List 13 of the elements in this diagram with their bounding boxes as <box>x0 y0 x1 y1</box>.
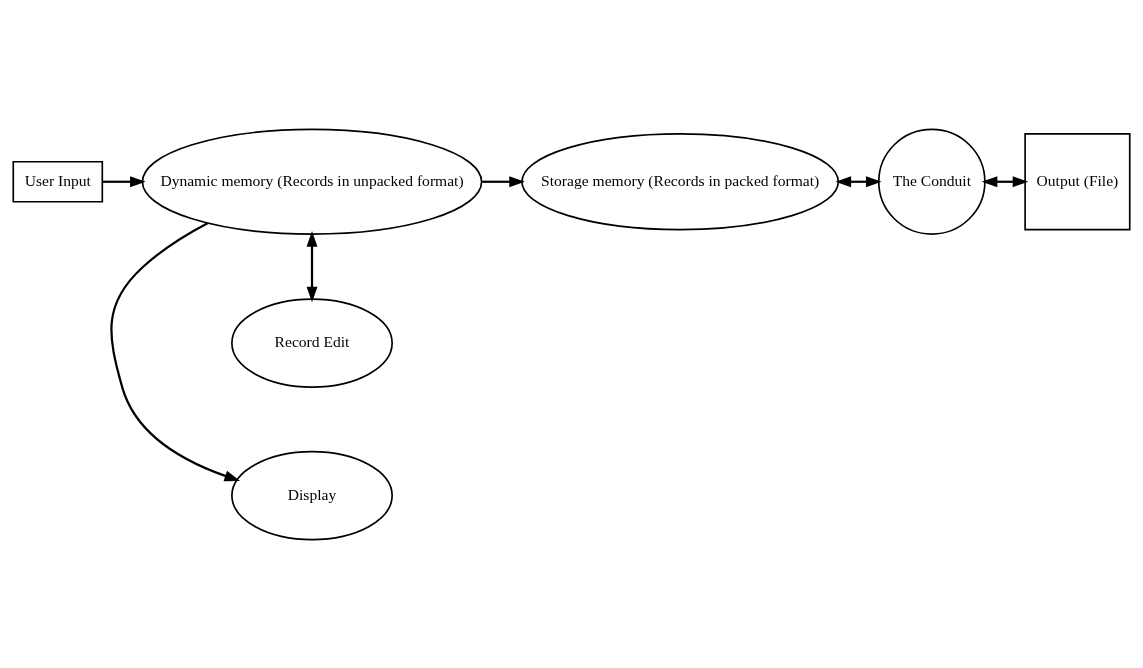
node-ellipse: Record Edit <box>231 297 393 388</box>
arrow <box>110 221 241 481</box>
node-circle: The Conduit <box>877 128 986 235</box>
node-ellipse: Display <box>231 450 393 540</box>
node-ellipse: Storage memory (Records in packed format) <box>521 132 840 230</box>
arrow <box>835 175 882 187</box>
node-ellipse: Dynamic memory (Records in unpacked format) <box>141 128 483 235</box>
arrow <box>482 175 525 187</box>
arrow <box>306 230 318 302</box>
node-box: Output (File) <box>1024 132 1131 230</box>
arrow <box>102 175 146 187</box>
arrow <box>981 175 1029 187</box>
node-box: User Input <box>12 160 104 203</box>
